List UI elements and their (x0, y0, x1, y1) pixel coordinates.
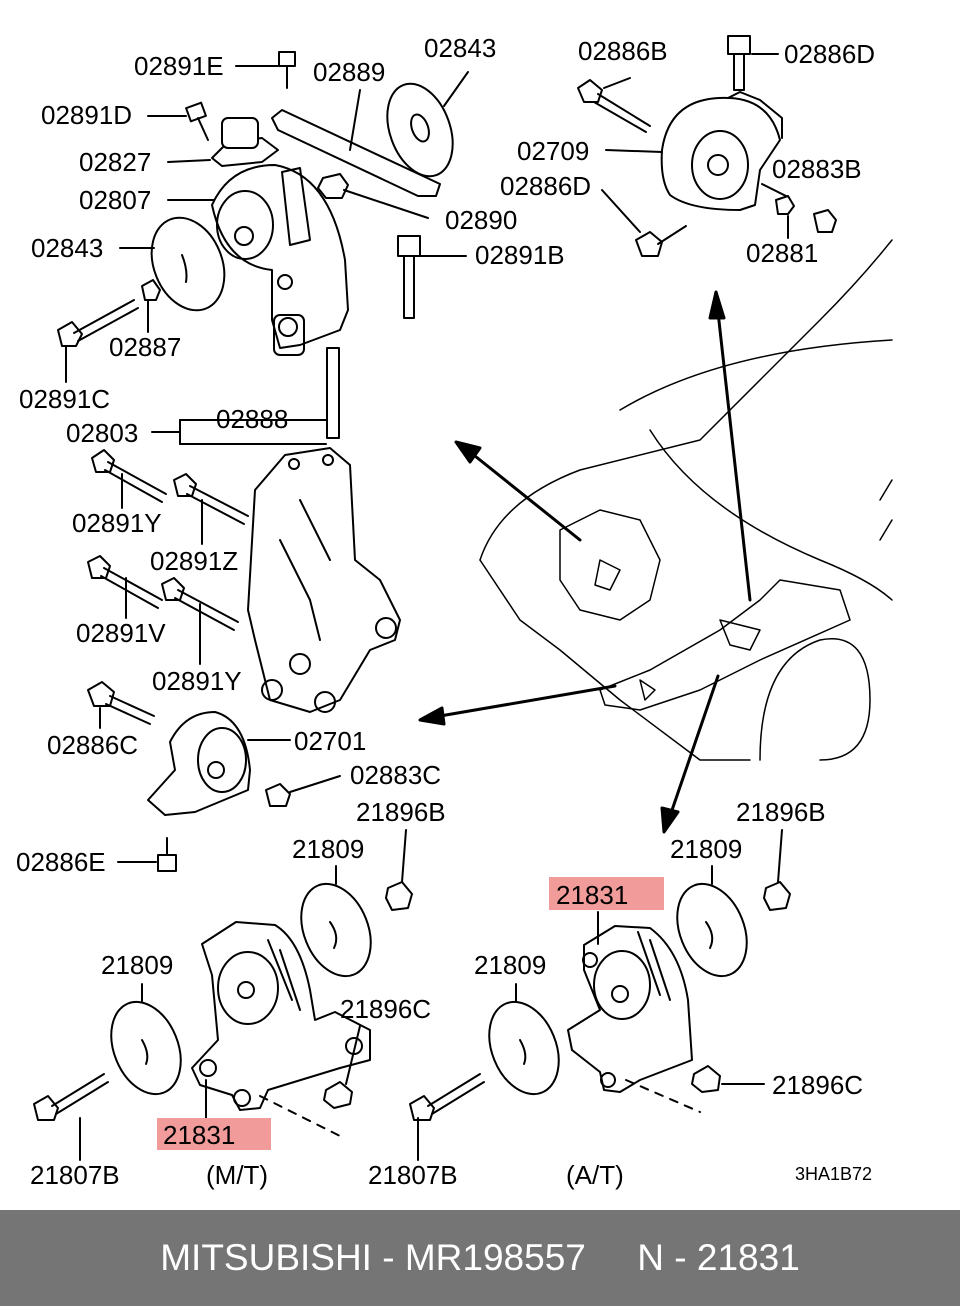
label-02803: 02803 (66, 418, 138, 448)
label-21831-at: 21831 (556, 880, 628, 910)
label-02891Y-2: 02891Y (152, 666, 242, 696)
nut-02887-icon (141, 279, 161, 301)
mount-02807-icon (211, 164, 349, 356)
bracket-02803-icon (247, 447, 401, 713)
label-02891B: 02891B (475, 240, 565, 270)
bracket-21831-mt-icon (191, 921, 371, 1111)
label-02881: 02881 (746, 238, 818, 268)
label-02886B: 02886B (578, 36, 668, 66)
nut-02890-icon (317, 173, 349, 199)
label-21809-mt-left: 21809 (101, 950, 173, 980)
label-21896B-at: 21896B (736, 797, 826, 827)
label-02843-left: 02843 (31, 233, 103, 263)
label-21807B-at: 21807B (368, 1160, 458, 1190)
stopper-21809-at-left-icon (488, 1000, 560, 1096)
label-02886D-top: 02886D (784, 39, 875, 69)
label-02827: 02827 (79, 147, 151, 177)
part-labels: 02891E 02889 02843 02891D 02827 02807 02… (16, 33, 875, 1190)
highlight-21831-at (549, 877, 664, 910)
nut-02881-icon (775, 195, 795, 215)
vehicle-outline (479, 239, 893, 761)
bolt-02891E-icon (278, 51, 296, 89)
mount-mt-group (33, 881, 413, 1137)
label-21831-mt: 21831 (163, 1120, 235, 1150)
parts-diagram: 02891E 02889 02843 02891D 02827 02807 02… (16, 33, 893, 1190)
nut-02883B-icon (813, 209, 837, 233)
mount-at-group (409, 881, 791, 1121)
stopper-21809-mt-left-icon (110, 1000, 182, 1096)
caption-at: (A/T) (566, 1160, 624, 1190)
label-02883C: 02883C (350, 760, 441, 790)
highlight-21831-mt (157, 1118, 271, 1150)
label-21809-at-left: 21809 (474, 950, 546, 980)
bracket-02827-icon (211, 117, 279, 167)
bolt-21807B-mt-icon (33, 1073, 109, 1121)
label-02888: 02888 (216, 404, 288, 434)
bolt-02891B-icon (397, 235, 421, 319)
label-21807B-mt: 21807B (30, 1160, 120, 1190)
bolt-02886C-icon (87, 681, 155, 725)
mount-02709-icon (660, 91, 783, 211)
mount-02709-assembly (577, 35, 837, 257)
label-02891Z: 02891Z (150, 546, 238, 576)
label-02891C: 02891C (19, 384, 110, 414)
label-21809-mt-top: 21809 (292, 834, 364, 864)
stopper-02843-top-icon (386, 82, 454, 178)
footer-separator: - (371, 1237, 405, 1278)
label-02843-top: 02843 (424, 33, 496, 63)
label-02886D-mid: 02886D (500, 171, 591, 201)
arrows (418, 290, 752, 834)
engine-mount-assembly (57, 51, 454, 872)
nut-21896C-mt-icon (323, 1081, 353, 1109)
footer-part-number: MR198557 (404, 1237, 586, 1278)
nut-21896B-at-icon (763, 881, 791, 911)
drawing-code: 3HA1B72 (795, 1164, 872, 1184)
label-02891Y-1: 02891Y (72, 508, 162, 538)
label-21809-at-top: 21809 (670, 834, 742, 864)
stopper-21809-at-top-icon (676, 882, 748, 978)
label-02891V: 02891V (76, 618, 166, 648)
label-02891D: 02891D (41, 100, 132, 130)
bolt-02891Y-icon (91, 449, 167, 503)
nut-21896B-mt-icon (385, 881, 413, 911)
footer-bar: MITSUBISHI - MR198557 N - 21831 (0, 1210, 960, 1306)
bolt-02891Y-second-icon (161, 577, 239, 631)
label-02887: 02887 (109, 332, 181, 362)
label-21896C-at: 21896C (772, 1070, 863, 1100)
bolt-02886E-icon (157, 837, 177, 872)
bolt-02891C-icon (57, 299, 139, 347)
nut-21896C-at-icon (691, 1065, 721, 1093)
footer-ref: N - 21831 (637, 1237, 800, 1278)
bracket-21831-at-icon (567, 925, 693, 1093)
label-02891E: 02891E (134, 51, 224, 81)
stud-02888-icon (326, 347, 340, 439)
label-02807: 02807 (79, 185, 151, 215)
bolt-21807B-at-icon (409, 1073, 485, 1121)
stopper-21809-mt-top-icon (300, 882, 372, 978)
label-02886C: 02886C (47, 730, 138, 760)
label-02883B: 02883B (772, 154, 862, 184)
bolt-02886D-mid-icon (635, 225, 687, 257)
label-21896B-mt: 21896B (356, 797, 446, 827)
bolt-02891D-icon (185, 101, 209, 141)
label-02886E: 02886E (16, 847, 106, 877)
label-02889: 02889 (313, 57, 385, 87)
label-21896C-mt: 21896C (340, 994, 431, 1024)
caption-mt: (M/T) (206, 1160, 268, 1190)
label-02709: 02709 (517, 136, 589, 166)
strap-02889-icon (271, 109, 441, 197)
bolt-02886D-top-icon (727, 35, 751, 91)
nut-02883C-icon (265, 783, 291, 807)
label-02701: 02701 (294, 726, 366, 756)
footer-gap (586, 1237, 637, 1279)
bolt-02891Z-icon (173, 473, 249, 525)
bolt-02886B-icon (577, 79, 651, 133)
leader-lines (65, 53, 789, 1161)
stopper-02843-left-icon (150, 216, 226, 312)
mount-02701-icon (147, 711, 251, 816)
label-02890: 02890 (445, 205, 517, 235)
bolt-02891V-icon (87, 555, 163, 609)
footer-brand: MITSUBISHI (160, 1237, 372, 1278)
